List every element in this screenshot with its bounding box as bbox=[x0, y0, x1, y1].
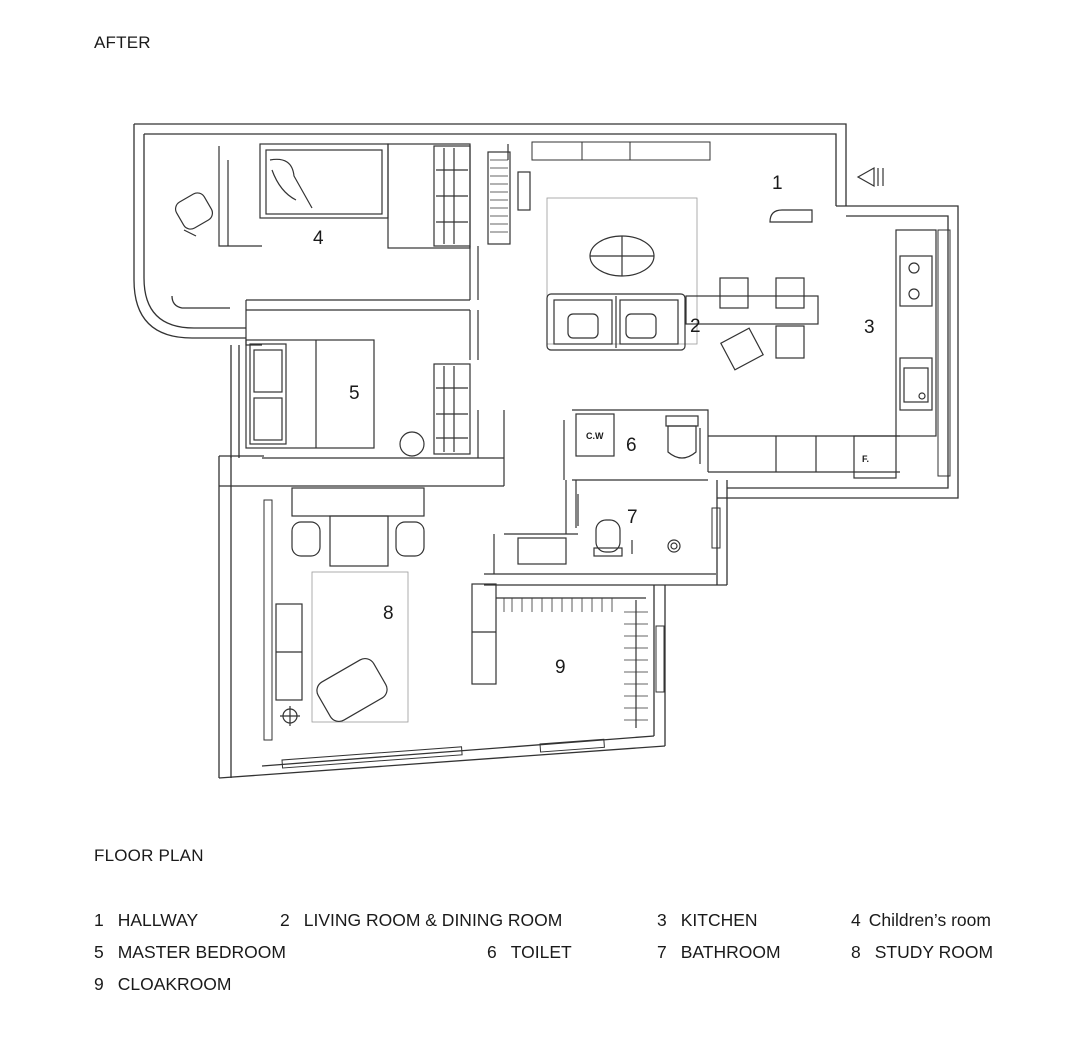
legend-label: KITCHEN bbox=[680, 910, 758, 930]
room-tag-childrens-room: 4 bbox=[313, 228, 324, 249]
room-tag-study-room: 8 bbox=[383, 603, 394, 624]
room-tag-kitchen: 3 bbox=[864, 317, 875, 338]
room-tag-cloakroom: 9 bbox=[555, 657, 566, 678]
fridge-label: F. bbox=[862, 454, 869, 464]
room-tag-master-bedroom: 5 bbox=[349, 383, 360, 404]
living-dining-furniture bbox=[487, 151, 819, 371]
page-title: AFTER bbox=[94, 33, 151, 52]
legend-label: STUDY ROOM bbox=[874, 942, 994, 962]
legend-label: LIVING ROOM & DINING ROOM bbox=[303, 910, 563, 930]
floor-plan-drawing: 1 2 3 4 5 6 7 8 9 C.W F. bbox=[133, 123, 959, 779]
childrens-room-furniture bbox=[174, 143, 471, 249]
legend-item-childrens-room: 4 Children’s room bbox=[851, 910, 991, 931]
legend-label: CLOAKROOM bbox=[117, 974, 232, 994]
legend-number: 7 bbox=[657, 942, 667, 962]
washer-label: C.W bbox=[586, 431, 604, 441]
legend-number: 6 bbox=[487, 942, 497, 962]
legend-item-toilet: 6 TOILET bbox=[487, 942, 572, 963]
legend-label: Children’s room bbox=[868, 910, 991, 930]
room-tag-hallway: 1 bbox=[772, 173, 783, 194]
legend-label: HALLWAY bbox=[117, 910, 199, 930]
legend-item-living-dining: 2 LIVING ROOM & DINING ROOM bbox=[280, 910, 562, 931]
legend-number: 5 bbox=[94, 942, 104, 962]
room-tag-living-dining: 2 bbox=[690, 316, 701, 337]
outer-walls bbox=[133, 123, 959, 779]
kitchen-fixtures bbox=[775, 229, 937, 479]
legend-item-cloakroom: 9 CLOAKROOM bbox=[94, 974, 232, 995]
room-tag-bathroom: 7 bbox=[627, 507, 638, 528]
toilet-fixtures bbox=[575, 413, 701, 464]
legend-number: 3 bbox=[657, 910, 667, 930]
legend-label: TOILET bbox=[510, 942, 572, 962]
master-bedroom-furniture bbox=[245, 339, 471, 457]
legend-title: FLOOR PLAN bbox=[94, 846, 204, 865]
room-tag-toilet: 6 bbox=[626, 435, 637, 456]
interior-walls bbox=[218, 144, 900, 574]
legend-item-hallway: 1 HALLWAY bbox=[94, 910, 198, 931]
legend-item-study-room: 8 STUDY ROOM bbox=[851, 942, 993, 963]
legend-item-kitchen: 3 KITCHEN bbox=[657, 910, 758, 931]
legend-number: 1 bbox=[94, 910, 104, 930]
study-room-furniture bbox=[275, 487, 425, 726]
bathroom-fixtures bbox=[517, 494, 681, 565]
legend-number: 2 bbox=[280, 910, 290, 930]
legend-number: 9 bbox=[94, 974, 104, 994]
entrance-arrow-icon bbox=[856, 166, 884, 188]
legend-label: MASTER BEDROOM bbox=[117, 942, 286, 962]
legend-label: BATHROOM bbox=[680, 942, 781, 962]
legend-item-master-bedroom: 5 MASTER BEDROOM bbox=[94, 942, 286, 963]
legend-item-bathroom: 7 BATHROOM bbox=[657, 942, 781, 963]
legend-number: 4 bbox=[851, 910, 861, 930]
legend-number: 8 bbox=[851, 942, 861, 962]
cloakroom-furniture bbox=[471, 583, 648, 728]
windows bbox=[263, 141, 951, 769]
